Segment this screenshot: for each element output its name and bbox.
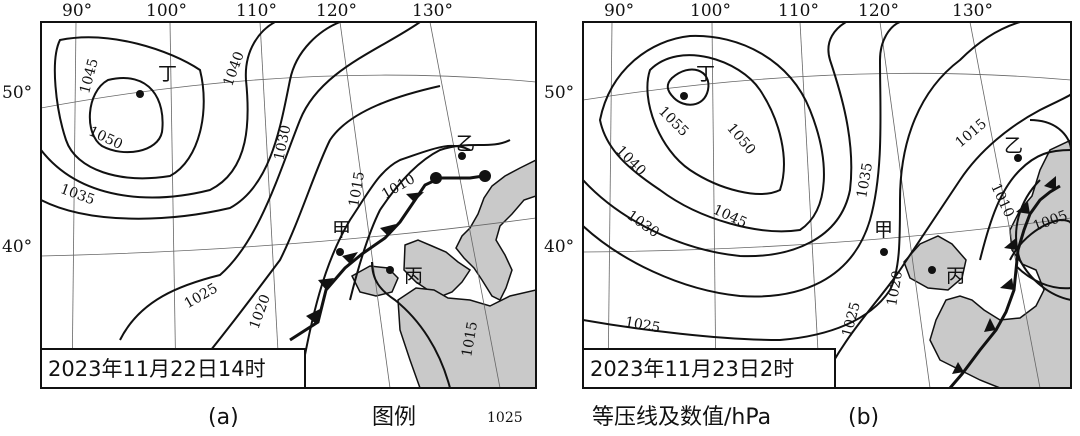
map-b-iso-1025-a: 1025 <box>839 300 864 339</box>
map-a-place-bing: 丙 <box>404 265 423 287</box>
map-b-lon-90: 90° <box>604 1 634 21</box>
map-b-front <box>948 176 1061 388</box>
map-b-land-bay <box>903 235 967 291</box>
map-b-place-ding: 丁 <box>696 63 715 85</box>
map-a-lat-40: 40° <box>2 237 32 257</box>
map-a-lon-110: 110° <box>236 1 277 21</box>
map-b-isobars <box>583 22 1071 388</box>
map-b-iso-1050: 1050 <box>723 120 758 158</box>
map-a-lon-100: 100° <box>146 1 187 21</box>
map-b-lat-50: 50° <box>544 83 574 103</box>
map-a-land <box>455 159 536 302</box>
map-b-dot-jia <box>880 248 888 256</box>
map-b-dot-ding <box>680 92 688 100</box>
map-a-place-ding: 丁 <box>158 63 177 85</box>
map-a-lat-50: 50° <box>2 83 32 103</box>
map-b-iso-1015: 1015 <box>952 116 990 151</box>
map-a-dot-bing <box>386 266 394 274</box>
map-b-lat-40: 40° <box>544 237 574 257</box>
map-b-lon-120: 120° <box>858 1 899 21</box>
map-b-dot-yi <box>1014 154 1022 162</box>
map-b-iso-1030: 1030 <box>624 208 662 242</box>
map-b-place-bing: 丙 <box>946 265 965 287</box>
map-a-iso-1015-a: 1015 <box>346 170 368 208</box>
map-a-front <box>289 170 491 342</box>
map-a-dot-ding <box>136 90 144 98</box>
map-a-land-south <box>397 287 536 388</box>
map-a-iso-1015-b: 1015 <box>459 320 481 358</box>
map-a-timestamp: 2023年11月22日14时 <box>48 357 266 381</box>
panel-label-a: (a) <box>208 405 239 430</box>
map-a-lon-120: 120° <box>316 1 357 21</box>
map-a-iso-1040: 1040 <box>221 50 248 89</box>
map-a-isobars <box>41 22 511 388</box>
map-a-graticule <box>41 22 536 388</box>
map-b-timestamp-box <box>582 348 836 389</box>
map-a-land-korea <box>403 239 472 297</box>
map-a-iso-1030: 1030 <box>271 124 294 162</box>
map-a-iso-1035: 1035 <box>58 181 97 208</box>
map-b-lon-100: 100° <box>690 1 731 21</box>
map-a: 90° 100° 110° 120° 130° 50° 40° 1045 104… <box>2 1 537 389</box>
map-a-lon-90: 90° <box>62 1 92 21</box>
map-b-lon-130: 130° <box>952 1 993 21</box>
map-b-place-yi: 乙 <box>1004 135 1023 157</box>
legend-title: 图例 <box>372 405 416 430</box>
map-b-iso-1025-b: 1025 <box>624 314 662 336</box>
map-b-iso-1010: 1010 <box>987 181 1017 220</box>
legend-sample-value: 1025 <box>487 410 523 426</box>
map-a-dot-jia <box>336 248 344 256</box>
map-b-dot-bing <box>928 266 936 274</box>
map-a-lon-130: 130° <box>412 1 453 21</box>
map-b-iso-1040: 1040 <box>612 143 649 180</box>
map-b-lon-110: 110° <box>778 1 819 21</box>
map-a-place-yi: 乙 <box>456 133 475 155</box>
panel-label-b: (b) <box>848 405 879 430</box>
map-b-iso-1045: 1045 <box>710 202 749 232</box>
map-b-iso-1020: 1020 <box>884 269 906 307</box>
map-a-dot-yi <box>458 152 466 160</box>
map-a-place-jia: 甲 <box>332 219 351 241</box>
map-b-place-jia: 甲 <box>874 219 893 241</box>
map-a-timestamp-box <box>40 348 306 389</box>
legend-description: 等压线及数值/hPa <box>592 405 771 430</box>
map-b: 90° 100° 110° 120° 130° 50° 40° 1055 105… <box>544 1 1072 389</box>
map-b-iso-1035: 1035 <box>854 161 876 199</box>
map-b-timestamp: 2023年11月23日2时 <box>590 357 794 381</box>
